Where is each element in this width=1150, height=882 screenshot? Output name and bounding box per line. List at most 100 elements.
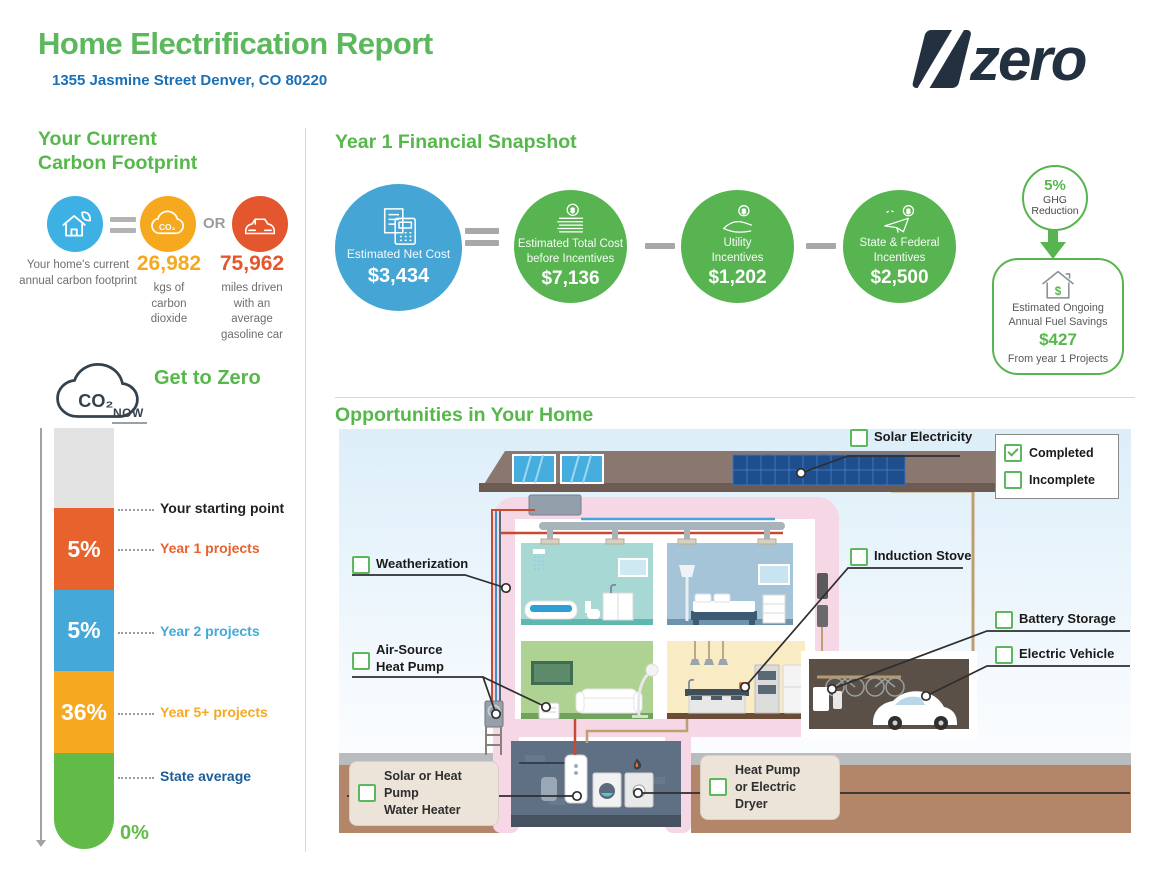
svg-text:$: $ (906, 208, 910, 215)
segment-year2: 5% (54, 590, 114, 671)
kitchen (667, 641, 806, 719)
solar-electricity-checkbox[interactable] (850, 429, 868, 447)
basement (511, 741, 681, 827)
label-electric-vehicle: Electric Vehicle (995, 646, 1114, 664)
utility-incentives-circle: $ Utility Incentives $1,202 (681, 190, 794, 303)
roof (479, 451, 1051, 492)
bathroom (521, 543, 653, 625)
now-label: NOW (112, 406, 147, 424)
home-circle (47, 196, 103, 252)
paper-plane-coin-icon: $ (883, 204, 914, 233)
net-cost-label: Estimated Net Cost (346, 247, 451, 262)
minus-operator-icon (645, 243, 675, 249)
total-cost-value: $7,136 (541, 268, 600, 290)
marker-year5plus: Year 5+ projects (160, 704, 268, 720)
legend-incomplete: Incomplete (1004, 471, 1110, 489)
minus-operator-icon (806, 243, 836, 249)
opportunities-heading: Opportunities in Your Home (335, 404, 594, 426)
pillow (713, 593, 731, 603)
marker-year2: Year 2 projects (160, 623, 260, 639)
storage-tank (541, 777, 557, 801)
induction-stove-checkbox[interactable] (850, 548, 868, 566)
equals-operator-icon (465, 228, 499, 246)
segment-remaining (54, 428, 114, 508)
pendant-lights (690, 641, 728, 665)
water-heater-checkbox[interactable] (358, 784, 376, 803)
checkbox-empty-icon (1004, 471, 1022, 489)
checkbox-checked-icon (1004, 444, 1022, 462)
ghg-reduction-badge: 5% GHG Reduction (1022, 165, 1088, 231)
state-federal-value: $2,500 (870, 267, 929, 289)
legend-box: Completed Incomplete (995, 434, 1119, 499)
battery-storage-checkbox[interactable] (995, 611, 1013, 629)
house-dollar-icon: $ (1042, 271, 1074, 300)
money-stack-icon: $ (556, 203, 583, 233)
segment-to-zero (54, 753, 114, 849)
zero-logo-text: zero (969, 26, 1086, 93)
solar-panel (560, 454, 604, 484)
faucet (610, 583, 617, 593)
toilet (587, 609, 600, 619)
bedroom (667, 543, 793, 625)
marker-starting-point: Your starting point (160, 500, 285, 516)
toilet-tank (585, 601, 591, 613)
kitchen-faucet (688, 678, 695, 689)
co2-now-cloud-icon: CO₂ (48, 358, 148, 429)
dresser (762, 594, 786, 624)
svg-text:$: $ (1055, 286, 1062, 298)
segment-year1: 5% (54, 508, 114, 590)
house-leaf-icon (62, 211, 92, 237)
shower-head (533, 549, 545, 554)
receipt-calculator-icon (383, 208, 416, 246)
legend-completed: Completed (1004, 444, 1110, 462)
mattress (693, 601, 755, 612)
net-cost-circle: Estimated Net Cost $3,434 (335, 184, 462, 311)
hand-coin-icon: $ (722, 204, 752, 233)
co2-circle: CO₂ (140, 196, 196, 252)
heat-pump-checkbox[interactable] (352, 652, 370, 670)
get-to-zero-heading: Get to Zero (154, 367, 261, 389)
page-title: Home Electrification Report (38, 26, 433, 61)
report-address: 1355 Jasmine Street Denver, CO 80220 (52, 72, 328, 89)
label-weatherization: Weatherization (352, 556, 468, 574)
electric-vehicle-checkbox[interactable] (995, 646, 1013, 664)
picture-frame (758, 564, 790, 585)
vertical-divider (305, 128, 306, 852)
mirror (618, 558, 648, 577)
financial-heading: Year 1 Financial Snapshot (335, 131, 577, 153)
co2-cloud-icon: CO₂ (151, 210, 185, 235)
label-induction-stove: Induction Stove (850, 548, 972, 566)
svg-text:$: $ (570, 207, 574, 214)
zero-percent-label: 0% (120, 822, 149, 844)
solar-panel (512, 454, 556, 484)
air-handler (528, 494, 582, 516)
marker-year1: Year 1 projects (160, 540, 260, 556)
label-water-heater: Solar or Heat Pump Water Heater (349, 761, 499, 826)
co2-caption: kgs of carbon dioxide (150, 282, 188, 326)
fuel-savings-value: $427 (1039, 330, 1077, 350)
equals-icon (110, 217, 136, 233)
or-label: OR (203, 215, 226, 232)
net-cost-value: $3,434 (367, 264, 430, 287)
co2-value: 26,982 (136, 252, 202, 275)
electric-dryer-checkbox[interactable] (709, 778, 727, 797)
couch (577, 697, 641, 714)
carbon-heading: Your Current Carbon Footprint (38, 128, 198, 174)
horizontal-divider (335, 397, 1135, 398)
label-battery-storage: Battery Storage (995, 611, 1116, 629)
island-counter (685, 689, 749, 696)
garage (801, 651, 977, 737)
car-icon (244, 218, 276, 235)
leader-dots (490, 467, 932, 802)
thermometer-axis (40, 428, 42, 840)
label-electric-dryer: Heat Pump or Electric Dryer (700, 755, 840, 820)
label-air-source-heat-pump: Air-Source Heat Pump (352, 642, 444, 676)
zero-logo: zero (898, 22, 1130, 96)
utility-incentives-value: $1,202 (708, 267, 767, 289)
marker-state-average: State average (160, 768, 252, 784)
fuel-savings-box: $ Estimated Ongoing Annual Fuel Savings … (992, 258, 1124, 375)
axis-arrowhead-icon (36, 840, 46, 847)
miles-caption: miles driven with an average gasoline ca… (220, 282, 283, 341)
weatherization-checkbox[interactable] (352, 556, 370, 574)
